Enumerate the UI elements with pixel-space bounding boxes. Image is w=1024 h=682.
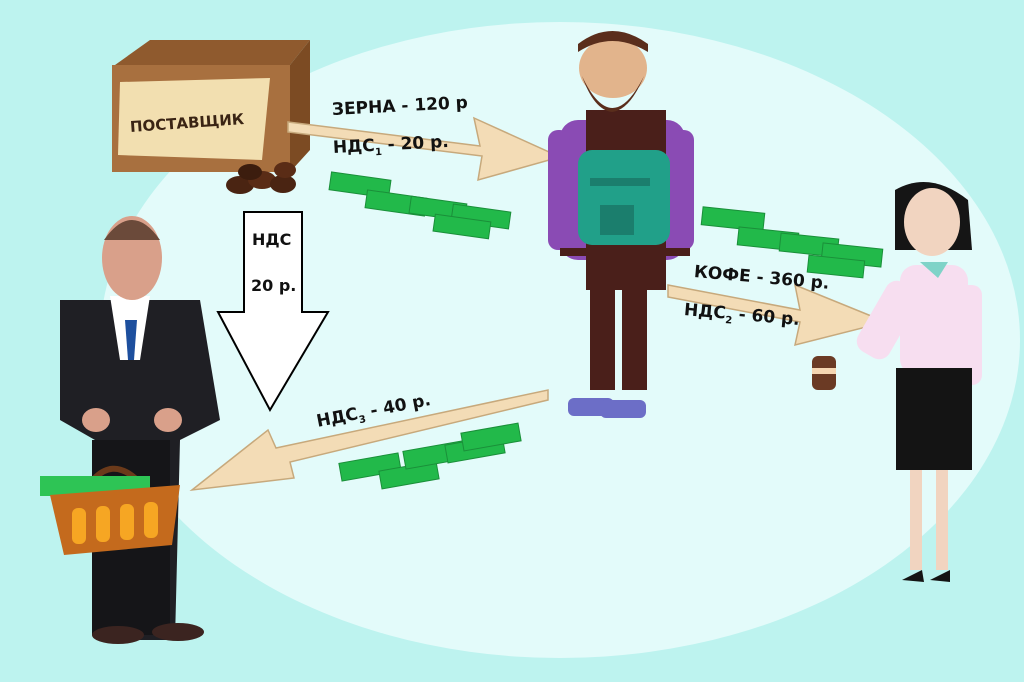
vat-down-amount: 20 р.	[251, 276, 297, 295]
coffee-cup	[812, 356, 836, 390]
arrow-barista-to-customer	[667, 283, 889, 347]
money-stack-3	[338, 422, 522, 490]
money-stack-1	[328, 171, 512, 240]
vat-down-label: НДС	[252, 230, 292, 249]
customer-figure	[856, 182, 982, 582]
arrow-barista-to-official	[189, 389, 549, 492]
money-stack-2	[700, 206, 884, 279]
supplier-box	[112, 40, 310, 172]
shopping-basket	[40, 465, 180, 555]
coffee-machine	[578, 150, 670, 245]
arrow-supplier-to-barista	[287, 116, 563, 182]
arrow-vat-down	[216, 211, 330, 413]
coffee-beans	[226, 162, 296, 194]
